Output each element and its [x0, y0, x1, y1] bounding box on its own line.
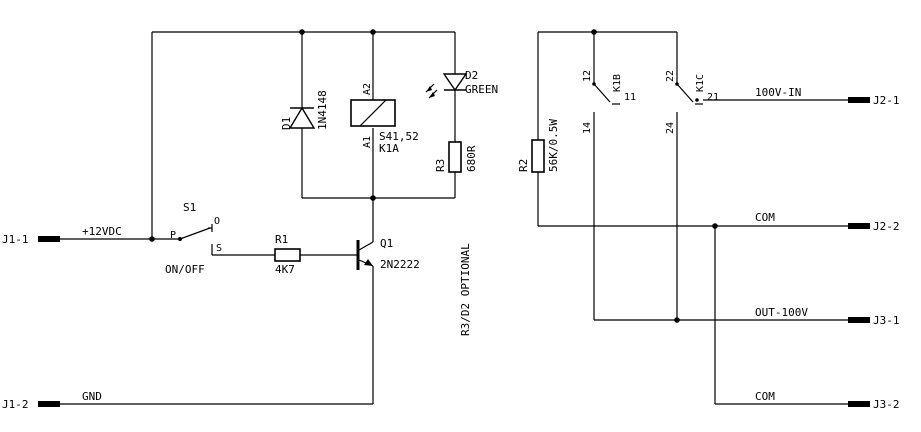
switch-pin-s: S	[216, 243, 222, 254]
net-label-100v-in: 100V-IN	[755, 86, 801, 99]
k1b-pin11: 11	[624, 92, 636, 103]
junction-dot	[712, 223, 718, 229]
k1c-pin22: 22	[665, 70, 676, 82]
net-label-com2: COM	[755, 390, 775, 403]
k1c-pin24: 24	[665, 122, 676, 134]
net-label-com1: COM	[755, 211, 775, 224]
connector-pin-j2-2	[848, 223, 870, 229]
junction-dot	[149, 236, 155, 242]
relay-ref: S41,52	[379, 130, 419, 143]
switch-ref: S1	[183, 201, 196, 214]
r2-ref: R2	[517, 159, 530, 172]
connector-label-j1-2: J1-2	[2, 398, 29, 411]
contact-pivot	[592, 82, 596, 86]
resistor-r2-body	[531, 139, 545, 173]
d1-ref: D1	[280, 117, 293, 130]
connector-pin-j2-1	[848, 97, 870, 103]
net-label-gnd: GND	[82, 390, 102, 403]
q1-ref: Q1	[380, 237, 393, 250]
net-label-out-100v: OUT-100V	[755, 306, 808, 319]
relay-sub: K1A	[379, 142, 399, 155]
r1-value: 4K7	[275, 263, 295, 276]
r2-value: 56K/0.5W	[547, 119, 560, 172]
switch-s1	[178, 224, 213, 252]
resistor-r1-body	[274, 248, 301, 262]
r3-value: 680R	[465, 145, 478, 172]
k1c-pin21: 21	[707, 92, 719, 103]
net-label-12v: +12VDC	[82, 225, 122, 238]
k1b-ref: K1B	[612, 74, 623, 92]
switch-pin-o: O	[214, 216, 220, 227]
q1-value: 2N2222	[380, 258, 420, 271]
connector-label-j1-1: J1-1	[2, 233, 29, 246]
connector-label-j2-2: J2-2	[873, 220, 900, 233]
connector-label-j2-1: J2-1	[873, 94, 900, 107]
led-d2	[425, 73, 468, 99]
d2-value: GREEN	[465, 83, 498, 96]
connector-pin-j3-1	[848, 317, 870, 323]
contact-point	[695, 98, 699, 102]
r1-ref: R1	[275, 233, 288, 246]
right-wires	[537, 31, 848, 405]
junction-dot	[674, 317, 680, 323]
contact-pivot	[675, 82, 679, 86]
connector-label-j3-2: J3-2	[873, 398, 900, 411]
optional-note: R3/D2 OPTIONAL	[459, 243, 472, 336]
connector-pin-j1-1	[38, 236, 60, 242]
transistor-q1	[356, 240, 374, 270]
k1c-ref: K1C	[695, 74, 706, 92]
k1b-pin14: 14	[582, 122, 593, 134]
connector-pin-j1-2	[38, 401, 60, 407]
junction-dot	[299, 29, 305, 35]
relay-pin-a2: A2	[362, 83, 373, 95]
k1b-pin12: 12	[582, 70, 593, 82]
connector-pin-j3-2	[848, 401, 870, 407]
diode-d1	[288, 106, 316, 129]
connector-label-j3-1: J3-1	[873, 314, 900, 327]
switch-pin-p: P	[170, 230, 176, 241]
junction-dot	[370, 29, 376, 35]
switch-label: ON/OFF	[165, 263, 205, 276]
left-wires	[60, 31, 456, 405]
resistor-r3-body	[448, 141, 462, 173]
d1-value: 1N4148	[316, 90, 329, 130]
junction-dot	[591, 29, 597, 35]
junction-dot	[370, 195, 376, 201]
d2-ref: D2	[465, 69, 478, 82]
r3-ref: R3	[434, 159, 447, 172]
relay-pin-a1: A1	[362, 136, 373, 148]
